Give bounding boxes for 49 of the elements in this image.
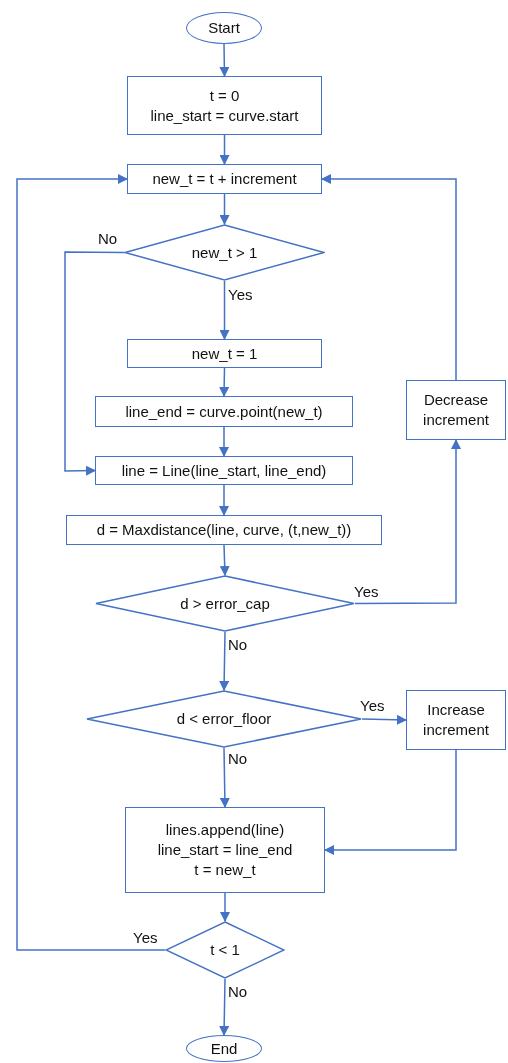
process-box [127, 339, 322, 368]
arrow [16, 174, 166, 951]
process-box [406, 380, 506, 440]
node-text: line_end = curve.point(new_t) [124, 401, 324, 422]
arrow [219, 367, 230, 397]
node-text: line_start = line_end [156, 840, 294, 860]
node-text: d = Maxdistance(line, curve, (t,new_t)) [95, 520, 353, 540]
arrow [219, 978, 230, 1036]
arrow [219, 280, 230, 340]
arrow [64, 251, 125, 476]
node-text: line_start = curve.start [149, 105, 300, 126]
arrow [219, 193, 230, 225]
arrow [361, 714, 407, 725]
node-text: line = Line(line_start, line_end) [120, 460, 328, 481]
node-text: new_t = 1 [190, 343, 259, 364]
node-text: d > error_cap [179, 593, 271, 614]
arrow [219, 426, 229, 457]
arrow [321, 174, 457, 381]
node-text: Start [207, 18, 241, 38]
decision-diamond [95, 575, 355, 632]
node-text: new_t = t + increment [151, 169, 298, 189]
arrow [220, 892, 230, 922]
node-text: t = new_t [193, 860, 257, 880]
process-box [95, 396, 353, 427]
node-text: new_t > 1 [190, 242, 259, 263]
process-box [127, 164, 322, 194]
decision-diamond [86, 690, 362, 748]
node-text: lines.append(line) [164, 820, 286, 840]
decision-diamond [165, 921, 285, 979]
arrow [354, 439, 461, 605]
arrow [219, 631, 230, 691]
node-text: t < 1 [209, 940, 241, 960]
node-text: Decrease increment [422, 390, 490, 430]
arrow [219, 484, 229, 516]
process-box [95, 456, 353, 485]
process-box [125, 807, 325, 893]
process-box [127, 76, 322, 135]
arrow [219, 544, 230, 576]
process-box [66, 515, 382, 545]
arrow [219, 43, 230, 77]
arrow [219, 747, 230, 808]
node-text: Increase increment [422, 700, 490, 740]
process-box [406, 690, 506, 750]
decision-diamond [124, 224, 325, 281]
node-text: End [209, 1038, 239, 1059]
node-text: t = 0 [208, 85, 241, 106]
node-text: d < error_floor [175, 709, 273, 729]
arrow [219, 134, 230, 165]
arrow [324, 749, 457, 855]
